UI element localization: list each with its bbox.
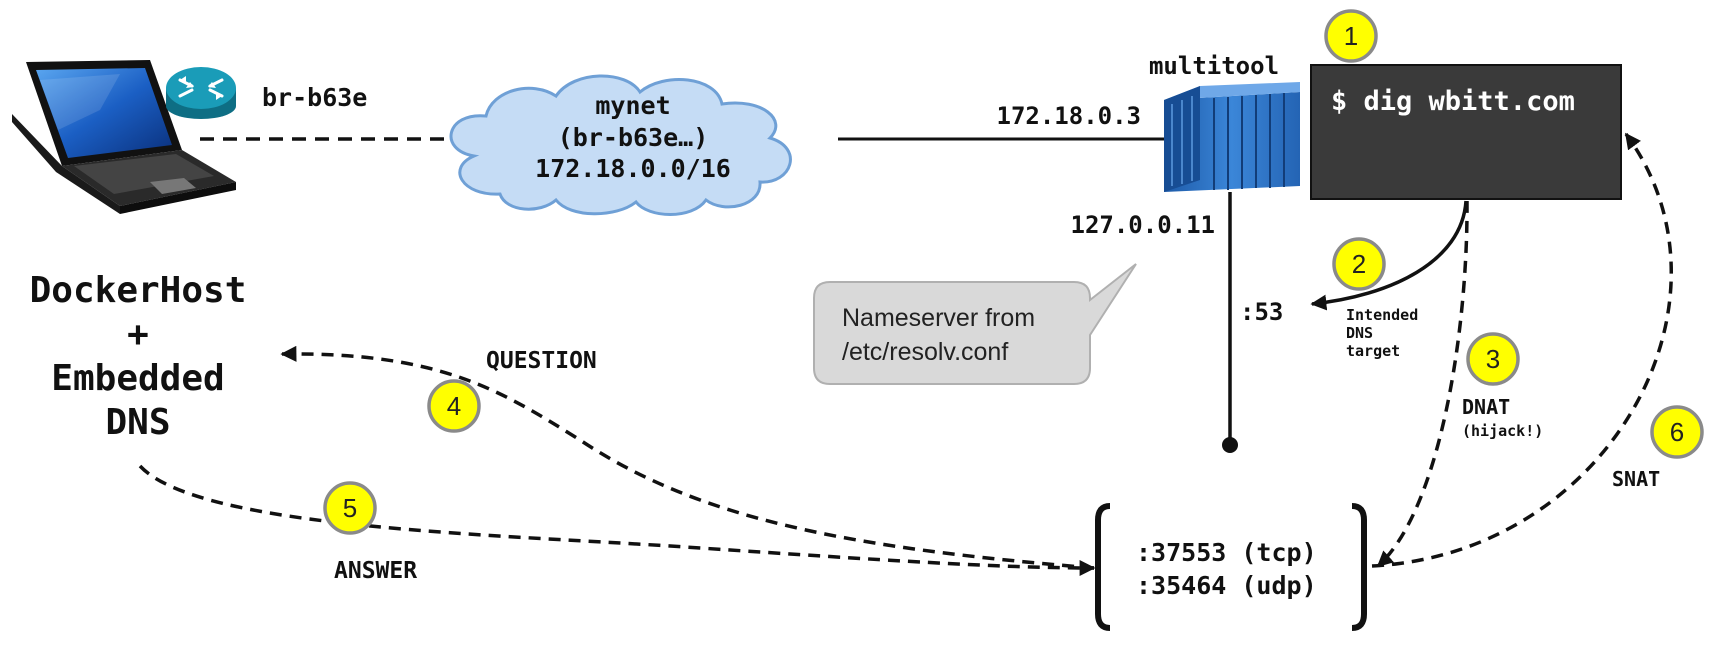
intended-label-line-1: Intended xyxy=(1346,306,1418,324)
dns-port: :53 xyxy=(1240,298,1283,326)
svg-text:6: 6 xyxy=(1670,417,1684,447)
snat-arrow xyxy=(1371,132,1673,568)
svg-text:3: 3 xyxy=(1486,344,1500,374)
intended-label-line-2: DNS xyxy=(1346,324,1373,342)
container-icon xyxy=(1164,82,1300,192)
svg-text:2: 2 xyxy=(1352,249,1366,279)
intended-label-line-3: target xyxy=(1346,342,1400,360)
question-label: QUESTION xyxy=(486,348,597,374)
host-title-line-1: DockerHost xyxy=(30,270,247,311)
intended-dns-arrow xyxy=(1310,200,1468,311)
network-bridge: (br-b63e…) xyxy=(558,123,709,152)
cloud-icon xyxy=(449,74,792,216)
port-tcp: :37553 (tcp) xyxy=(1136,538,1317,567)
question-arrow xyxy=(280,345,1095,570)
svg-text:4: 4 xyxy=(447,391,461,421)
step-badge-1: 1 xyxy=(1324,9,1378,63)
dnat-label: DNAT xyxy=(1462,395,1510,419)
host-title-line-4: DNS xyxy=(105,402,170,443)
step-badge-4: 4 xyxy=(427,379,481,433)
callout-line-2: /etc/resolv.conf xyxy=(842,338,1008,366)
container-ip: 172.18.0.3 xyxy=(997,102,1142,130)
svg-text:5: 5 xyxy=(343,493,357,523)
svg-text:1: 1 xyxy=(1344,21,1358,51)
dnat-note: (hijack!) xyxy=(1462,422,1543,440)
bridge-label: br-b63e xyxy=(262,83,367,112)
ports-right-brace xyxy=(1351,503,1367,631)
laptop-icon xyxy=(12,60,236,214)
step-badge-5: 5 xyxy=(323,481,377,535)
container-name: multitool xyxy=(1149,52,1279,80)
port-udp: :35464 (udp) xyxy=(1136,571,1317,600)
dnat-arrow xyxy=(1376,200,1469,568)
terminal-command: $ dig wbitt.com xyxy=(1331,86,1575,117)
snat-label: SNAT xyxy=(1612,467,1660,491)
step-badge-6: 6 xyxy=(1650,405,1704,459)
callout-line-1: Nameserver from xyxy=(842,304,1035,332)
loopback-endpoint xyxy=(1222,437,1238,453)
loopback-ip: 127.0.0.11 xyxy=(1071,211,1216,239)
answer-label: ANSWER xyxy=(334,558,417,584)
step-badge-2: 2 xyxy=(1332,237,1386,291)
step-badge-3: 3 xyxy=(1466,332,1520,386)
router-icon xyxy=(166,67,236,119)
nameserver-callout xyxy=(813,263,1137,385)
ports-left-brace xyxy=(1095,503,1111,631)
host-title-line-3: Embedded xyxy=(51,358,224,399)
network-subnet: 172.18.0.0/16 xyxy=(535,154,731,183)
terminal-window xyxy=(1310,64,1622,200)
network-name: mynet xyxy=(595,91,670,120)
host-title-line-2: + xyxy=(127,314,149,355)
